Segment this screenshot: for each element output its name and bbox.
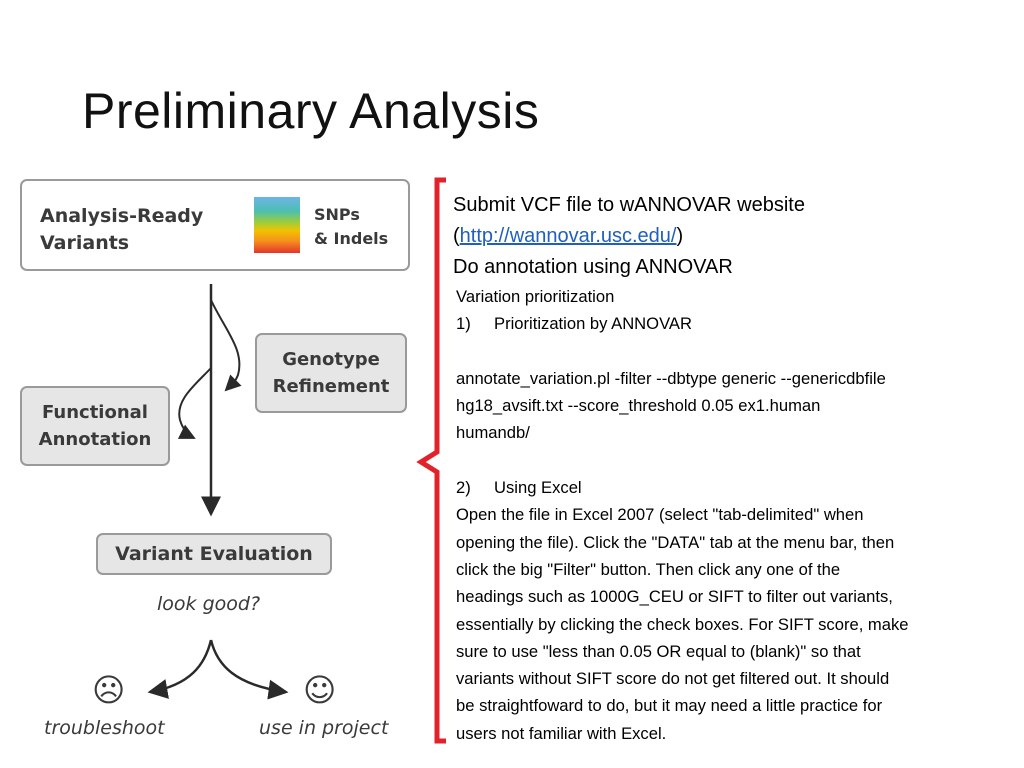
excel-para-line: be straightfoward to do, but it may need…	[456, 696, 883, 716]
excel-para-line: Open the file in Excel 2007 (select "tab…	[456, 505, 864, 525]
item-1-text: Prioritization by ANNOVAR	[494, 314, 692, 334]
geno-line2: Refinement	[272, 376, 390, 397]
snp-line1: SNPs	[314, 205, 360, 224]
excel-para-line: opening the file). Click the "DATA" tab …	[456, 532, 895, 552]
excel-para-line: essentially by clicking the check boxes.…	[456, 614, 909, 634]
troubleshoot-arrow	[147, 639, 213, 699]
use-arrow	[209, 639, 289, 700]
excel-para-line: sure to use "less than 0.05 OR equal to …	[456, 641, 861, 661]
diagram-arrows	[147, 284, 289, 700]
wannovar-link[interactable]: http://wannovar.usc.edu/	[459, 225, 677, 247]
item-2-text: Using Excel	[494, 478, 582, 498]
ready-line2: Variants	[40, 232, 130, 254]
geno-line1: Genotype	[282, 349, 380, 370]
item-1-number: 1)	[456, 314, 471, 334]
variant-evaluation-box: Variant Evaluation	[96, 533, 332, 575]
url-line: (http://wannovar.usc.edu/)	[453, 221, 1023, 252]
sad-face-icon: ☹	[92, 671, 126, 709]
close-paren: )	[676, 225, 684, 247]
slide-title: Preliminary Analysis	[82, 83, 540, 139]
look-good-label: look good?	[157, 593, 261, 615]
prioritization-heading: Variation prioritization	[456, 287, 615, 306]
genotype-refinement-box: Genotype Refinement	[255, 333, 407, 413]
open-paren: (	[453, 225, 460, 247]
instruction-text: Submit VCF file to wANNOVAR website (htt…	[453, 190, 1023, 747]
troubleshoot-label: troubleshoot	[44, 717, 165, 739]
command-line-2: hg18_avsift.txt --score_threshold 0.05 e…	[456, 396, 821, 416]
use-in-project-label: use in project	[259, 717, 389, 739]
item-1: 1) Prioritization by ANNOVAR	[456, 310, 1023, 337]
geno-arrow	[210, 299, 242, 392]
excel-para-line: headings such as 1000G_CEU or SIFT to fi…	[456, 587, 893, 607]
submit-line: Submit VCF file to wANNOVAR website	[453, 194, 805, 216]
excel-para-line: users not familiar with Excel.	[456, 723, 667, 743]
prioritization-section: Variation prioritization 1) Prioritizatio…	[456, 283, 1023, 747]
red-bracket	[416, 177, 446, 744]
workflow-diagram: Analysis-Ready Variants SNPs & Indels Ge…	[0, 0, 420, 768]
analysis-ready-label: Analysis-Ready Variants	[40, 203, 245, 257]
item-2: 2) Using Excel	[456, 474, 1023, 501]
happy-face-icon: ☺	[303, 671, 337, 709]
annotation-line: Do annotation using ANNOVAR	[453, 256, 733, 278]
command-line-1: annotate_variation.pl -filter --dbtype g…	[456, 368, 886, 388]
command-line-3: humandb/	[456, 423, 530, 443]
functional-annotation-box: Functional Annotation	[20, 386, 170, 466]
func-arrow	[177, 367, 212, 439]
snp-line2: & Indels	[314, 229, 389, 248]
excel-para-line: variants without SIFT score do not get f…	[456, 669, 890, 689]
spectrum-icon	[254, 197, 300, 253]
excel-para-line: click the big "Filter" button. Then clic…	[456, 559, 841, 579]
func-line2: Annotation	[38, 429, 152, 450]
ready-line1: Analysis-Ready	[40, 205, 204, 227]
item-2-number: 2)	[456, 478, 471, 498]
analysis-ready-box: Analysis-Ready Variants SNPs & Indels	[20, 179, 410, 271]
func-line1: Functional	[42, 402, 148, 423]
snp-label: SNPs & Indels	[314, 203, 388, 251]
variant-evaluation-label: Variant Evaluation	[115, 543, 313, 565]
